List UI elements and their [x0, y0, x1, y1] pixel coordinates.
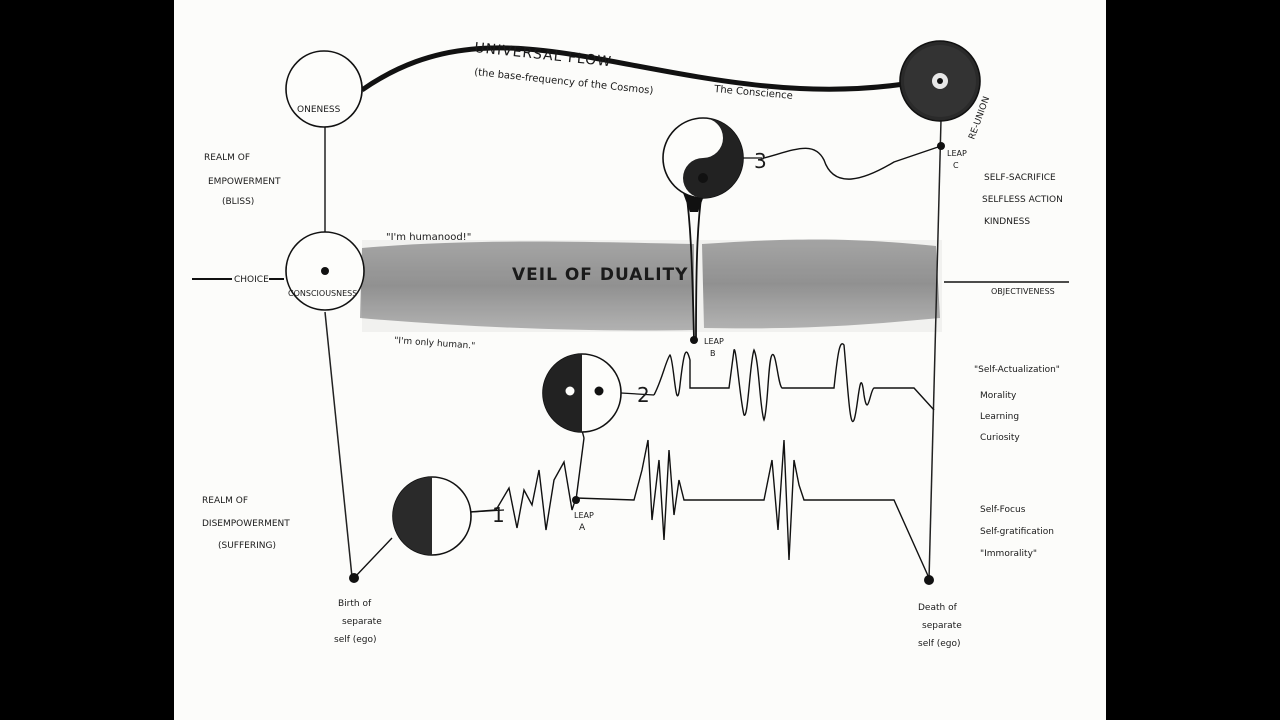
birth-1: Birth of: [338, 599, 372, 609]
right-mid-4: Curiosity: [980, 433, 1020, 443]
birth-2: separate: [342, 617, 382, 627]
veil-label: VEIL OF DUALITY: [512, 265, 688, 285]
choice-label: CHOICE: [234, 275, 269, 285]
path-1-waveform: [470, 440, 929, 578]
oneness-label: ONENESS: [297, 105, 341, 115]
right-bottom-2: Self-gratification: [980, 527, 1054, 537]
leap-b-2: B: [710, 349, 716, 358]
right-bottom-3: "Immorality": [980, 549, 1037, 559]
objectiveness-label: OBJECTIVENESS: [991, 287, 1055, 296]
realm-bottom-2: DISEMPOWERMENT: [202, 519, 290, 529]
death-dot: [924, 575, 934, 585]
leap-c-2: C: [953, 161, 959, 170]
quote-bottom: "I'm only human.": [394, 336, 476, 352]
realm-bottom-1: REALM OF: [202, 496, 248, 506]
leap-a-1: LEAP: [574, 511, 594, 520]
number-3: 3: [754, 149, 767, 173]
death-3: self (ego): [918, 639, 961, 649]
leap-a-dot: [572, 496, 580, 504]
universal-flow-diagram: UNIVERSAL FLOW (the base-frequency of th…: [174, 0, 1106, 720]
circle-1-half: [393, 477, 471, 555]
right-bottom-1: Self-Focus: [980, 505, 1026, 515]
reunion-circle: [900, 41, 980, 121]
consciousness-circle: [286, 232, 364, 310]
number-2: 2: [637, 383, 650, 407]
leap-c-dot: [937, 142, 945, 150]
drawing-sheet: UNIVERSAL FLOW (the base-frequency of th…: [174, 0, 1106, 720]
path-3-line: [764, 146, 941, 179]
birth-line: [325, 312, 352, 577]
right-top-2: SELFLESS ACTION: [982, 195, 1063, 205]
birth-to-circle-1: [354, 538, 392, 578]
birth-dot: [349, 573, 359, 583]
realm-top-2: EMPOWERMENT: [208, 177, 281, 187]
death-1: Death of: [918, 603, 958, 613]
realm-top-1: REALM OF: [204, 153, 250, 163]
leap-c-1: LEAP: [947, 149, 967, 158]
leap-a-2: A: [579, 523, 586, 533]
leap-a-drop: [576, 438, 584, 500]
consciousness-label: CONSCIOUSNESS: [288, 289, 357, 298]
right-mid-1: "Self-Actualization": [974, 365, 1060, 375]
title-sub: (the base-frequency of the Cosmos): [474, 67, 654, 97]
realm-top-3: (BLISS): [222, 197, 254, 207]
leap-b-1: LEAP: [704, 337, 724, 346]
circle-2-half: [543, 354, 621, 432]
realm-bottom-3: (SUFFERING): [218, 541, 276, 551]
leap-b-dot: [690, 336, 698, 344]
reunion-vertical: [929, 120, 941, 580]
veil-band: [360, 240, 942, 332]
birth-3: self (ego): [334, 635, 377, 645]
path-2-waveform: [654, 344, 934, 422]
quote-top: "I'm humanood!": [386, 232, 471, 243]
right-mid-2: Morality: [980, 391, 1017, 401]
title: UNIVERSAL FLOW: [474, 40, 613, 70]
right-mid-3: Learning: [980, 412, 1019, 422]
right-top-1: SELF-SACRIFICE: [984, 173, 1056, 183]
death-2: separate: [922, 621, 962, 631]
number-1: 1: [492, 503, 505, 527]
yin-yang-circle: [663, 118, 743, 198]
oneness-circle: [286, 51, 362, 127]
right-top-3: KINDNESS: [984, 217, 1030, 227]
